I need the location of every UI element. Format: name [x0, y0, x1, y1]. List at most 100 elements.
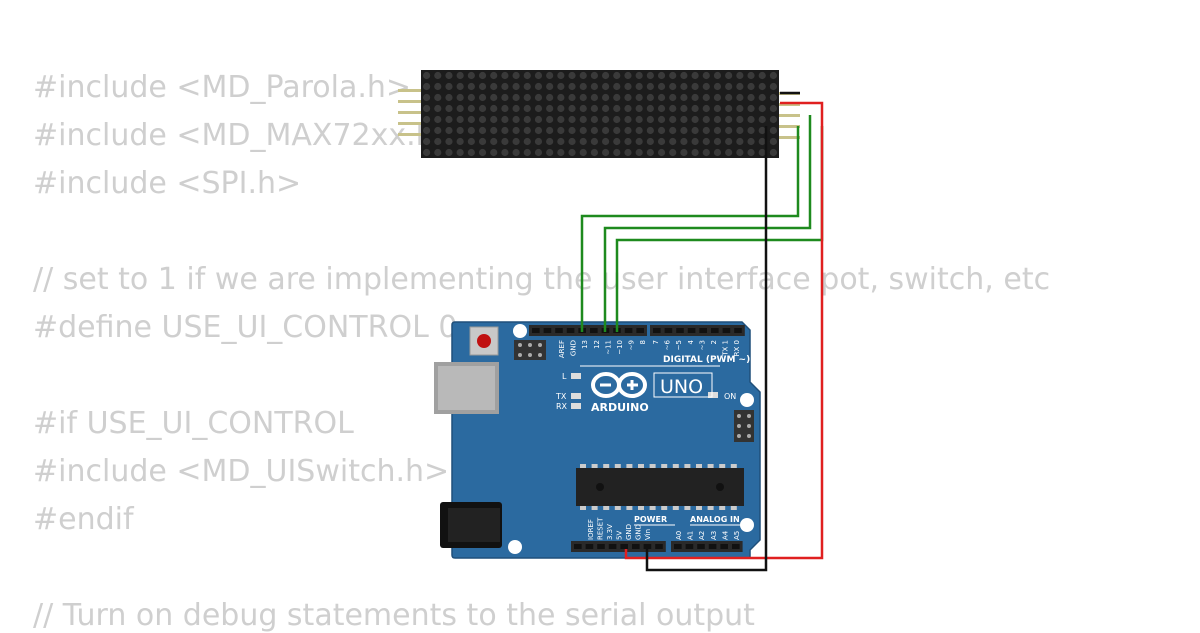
matrix-led	[758, 104, 766, 113]
pin-label: ~5	[675, 340, 683, 350]
matrix-led	[501, 71, 509, 80]
matrix-led	[680, 148, 688, 157]
matrix-led	[601, 104, 610, 113]
matrix-led	[747, 115, 755, 124]
matrix-led	[512, 82, 520, 91]
matrix-led	[478, 93, 487, 102]
header-pin[interactable]	[697, 544, 705, 549]
atmega-chip	[576, 464, 744, 510]
header-pin[interactable]	[620, 544, 628, 549]
code-line: #if USE_UI_CONTROL	[33, 406, 354, 441]
power-header[interactable]	[571, 541, 666, 552]
matrix-led	[691, 148, 699, 157]
header-pin[interactable]	[674, 544, 682, 549]
header-pin[interactable]	[699, 328, 707, 333]
matrix-led	[769, 93, 778, 102]
matrix-led	[456, 115, 464, 124]
analog-header[interactable]	[671, 541, 743, 552]
header-pin[interactable]	[708, 544, 717, 549]
matrix-led	[512, 104, 520, 113]
header-pin[interactable]	[597, 544, 605, 549]
matrix-led	[713, 93, 722, 102]
digital-header-left[interactable]	[529, 325, 647, 336]
code-line: #endif	[33, 502, 134, 537]
header-pin[interactable]	[632, 544, 640, 549]
header-pin[interactable]	[722, 328, 731, 333]
matrix-led	[613, 71, 621, 80]
reset-button[interactable]	[469, 326, 499, 356]
matrix-led	[691, 71, 699, 80]
header-pin[interactable]	[734, 328, 742, 333]
matrix-led	[601, 71, 610, 80]
pin-label: AREF	[558, 340, 566, 358]
header-pin[interactable]	[574, 544, 582, 549]
matrix-led	[646, 104, 654, 113]
matrix-led	[635, 71, 643, 80]
led-matrix[interactable]	[398, 70, 800, 158]
analog-header-label: ANALOG IN	[690, 515, 740, 524]
header-pin[interactable]	[643, 544, 652, 549]
matrix-led	[736, 82, 744, 91]
pin-label: 12	[593, 340, 601, 349]
header-pin[interactable]	[566, 328, 575, 333]
matrix-led	[657, 137, 666, 146]
svg-text:TX: TX	[555, 392, 567, 401]
header-pin[interactable]	[590, 328, 598, 333]
matrix-led	[422, 104, 431, 113]
matrix-led	[635, 104, 643, 113]
matrix-led	[646, 148, 654, 157]
matrix-led	[445, 137, 453, 146]
matrix-led	[557, 126, 565, 135]
matrix-led	[478, 71, 487, 80]
matrix-led	[601, 148, 610, 157]
header-pin[interactable]	[685, 544, 694, 549]
header-pin[interactable]	[664, 328, 673, 333]
matrix-led	[691, 93, 699, 102]
header-pin[interactable]	[676, 328, 684, 333]
matrix-led	[568, 137, 576, 146]
header-pin[interactable]	[532, 328, 540, 333]
matrix-led	[478, 148, 487, 157]
matrix-led	[501, 148, 509, 157]
matrix-led	[422, 115, 431, 124]
matrix-led	[624, 93, 632, 102]
matrix-led	[601, 93, 610, 102]
matrix-led	[445, 148, 453, 157]
power-header-label: POWER	[634, 515, 667, 524]
matrix-led	[456, 104, 464, 113]
matrix-led	[635, 82, 643, 91]
matrix-led	[713, 71, 722, 80]
matrix-led	[534, 82, 543, 91]
matrix-led	[725, 115, 733, 124]
matrix-led	[579, 126, 587, 135]
matrix-led	[445, 126, 453, 135]
matrix-led	[736, 126, 744, 135]
header-pin[interactable]	[655, 544, 663, 549]
pin-label: IOREF	[587, 519, 595, 540]
matrix-led	[646, 137, 654, 146]
header-pin[interactable]	[608, 544, 617, 549]
matrix-led	[512, 148, 520, 157]
matrix-led	[669, 104, 677, 113]
matrix-led	[501, 82, 509, 91]
matrix-led	[456, 148, 464, 157]
header-pin[interactable]	[653, 328, 661, 333]
header-pin[interactable]	[732, 544, 740, 549]
header-pin[interactable]	[624, 328, 633, 333]
matrix-led	[546, 82, 554, 91]
header-pin[interactable]	[555, 328, 563, 333]
model-box	[653, 372, 713, 398]
matrix-led	[691, 137, 699, 146]
digital-header-right[interactable]	[650, 325, 745, 336]
header-pin[interactable]	[711, 328, 719, 333]
header-pin[interactable]	[687, 328, 696, 333]
header-pin[interactable]	[720, 544, 728, 549]
matrix-led	[657, 148, 666, 157]
header-pin[interactable]	[543, 328, 552, 333]
matrix-led	[501, 115, 509, 124]
matrix-led	[702, 71, 710, 80]
header-pin[interactable]	[585, 544, 594, 549]
header-pin[interactable]	[636, 328, 644, 333]
matrix-led	[467, 93, 475, 102]
